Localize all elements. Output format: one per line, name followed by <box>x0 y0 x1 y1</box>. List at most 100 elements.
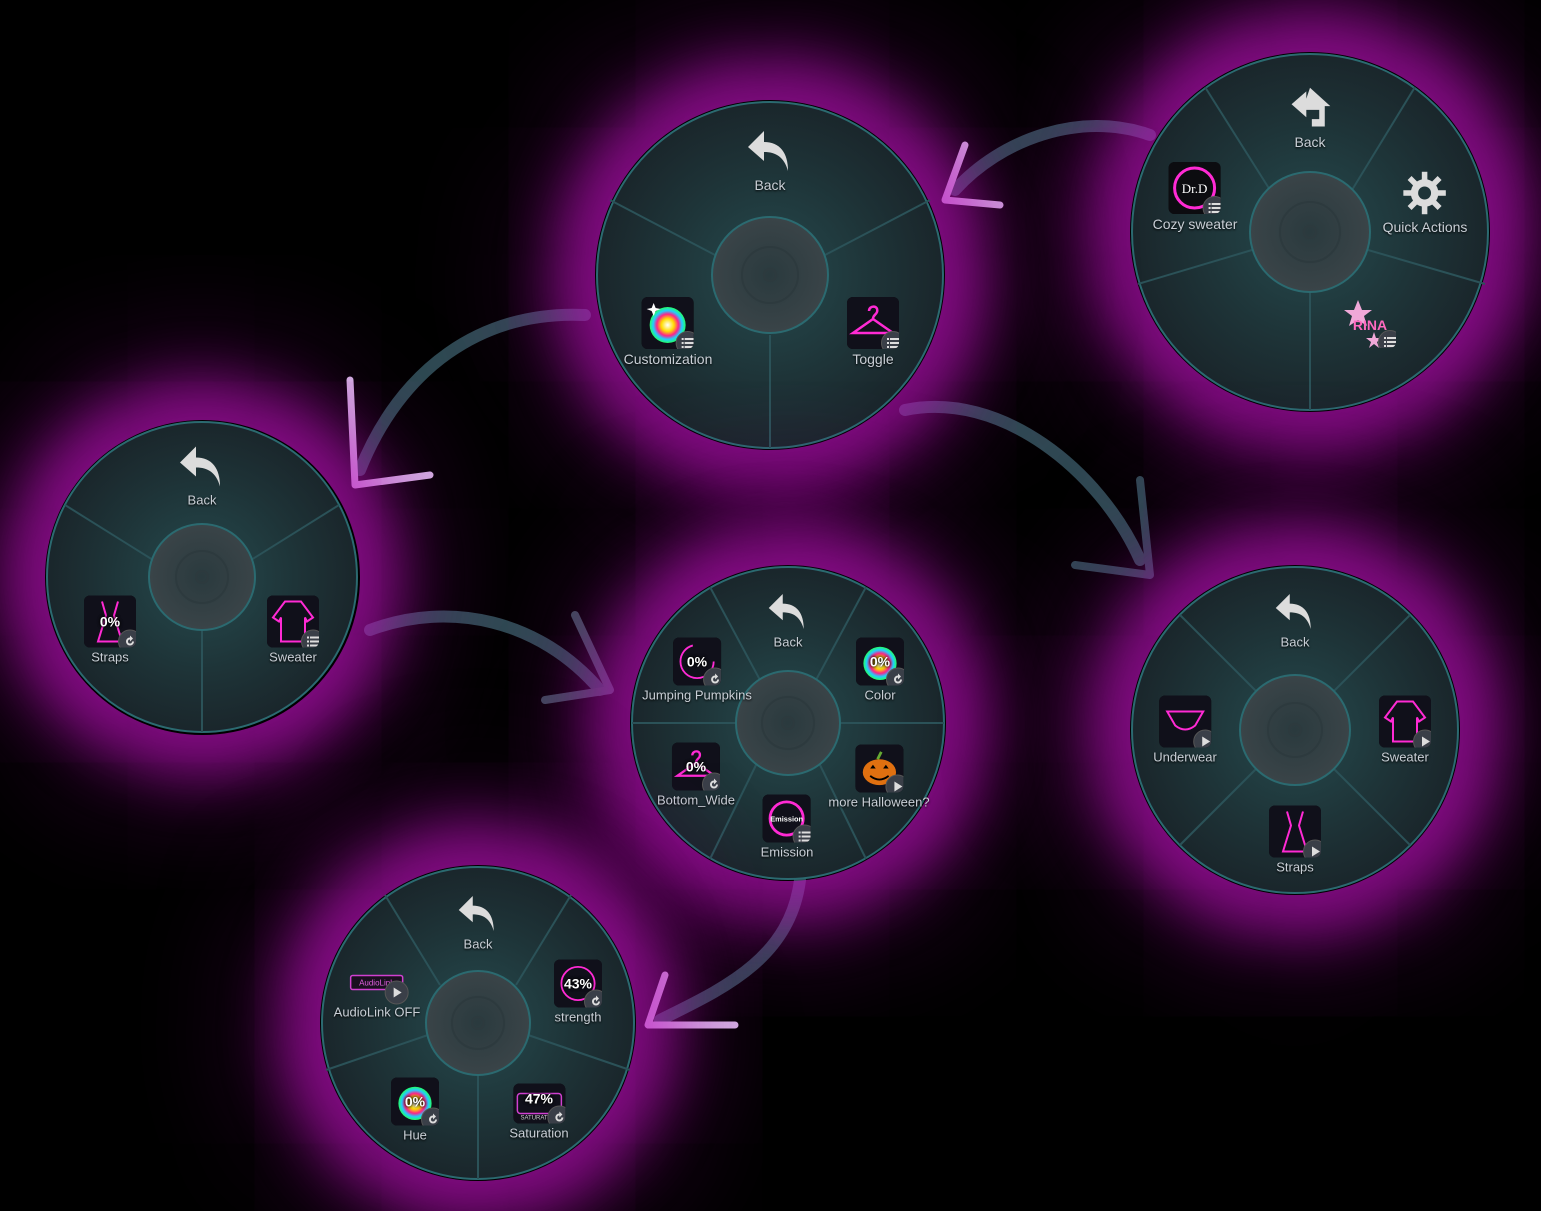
submenu-list-icon <box>1378 330 1396 348</box>
straps-outfit-icon: 0% <box>84 595 136 648</box>
toggle-back-label: Back <box>1280 634 1310 650</box>
toggle-underwear-label: Underwear <box>1153 749 1217 765</box>
hanger-icon <box>847 297 899 349</box>
main-back-label: Back <box>754 177 786 193</box>
submenu-list-icon <box>675 331 694 349</box>
color-wheel-icon <box>641 297 694 349</box>
strength-percent: 43% <box>563 975 593 992</box>
submenu-list-icon <box>1203 196 1221 214</box>
sweater-color-button[interactable]: 0% Color <box>856 637 904 703</box>
root-menu: Back Dr.D Cozy sweater Quick Actions RIN… <box>1130 52 1490 412</box>
emission-strength-button[interactable]: 43% strength <box>554 959 602 1025</box>
toggle-straps-button[interactable]: Straps <box>1269 805 1321 875</box>
back-arrow-icon <box>455 893 501 935</box>
sweater-color-label: Color <box>864 687 896 703</box>
main-back-button[interactable]: Back <box>744 127 796 193</box>
play-icon <box>884 774 903 793</box>
back-arrow-icon <box>765 591 811 633</box>
customization-menu: Back 0% Straps Sweater <box>45 420 360 735</box>
sweater-halloween-label: more Halloween? <box>828 794 930 810</box>
arrow-center-to-emission <box>654 874 806 1026</box>
main-customization-button[interactable]: Customization <box>624 297 712 367</box>
bottom-percent: 0% <box>685 758 707 775</box>
customization-straps-button[interactable]: 0% Straps <box>84 595 136 665</box>
submenu-list-icon <box>793 824 811 843</box>
svg-text:Emission: Emission <box>771 814 804 823</box>
root-cozy-label: Cozy sweater <box>1152 216 1238 232</box>
arrow-left-to-center <box>364 610 606 696</box>
radial-reset-icon <box>584 989 602 1008</box>
radial-reset-icon <box>118 629 136 648</box>
radial-reset-icon <box>701 772 720 791</box>
sweater-emission-button[interactable]: Emission Emission <box>761 794 813 860</box>
play-icon <box>1193 729 1211 748</box>
root-rina-button[interactable]: RINA <box>1344 296 1396 348</box>
radial-reset-icon <box>546 1105 565 1124</box>
customization-wheel <box>46 421 358 733</box>
toggle-underwear-button[interactable]: Underwear <box>1153 695 1217 765</box>
hue-percent: 0% <box>404 1093 426 1110</box>
sweater-jumping-pumpkins-button[interactable]: 0% Jumping Pumpkins <box>642 637 752 703</box>
back-arrow-icon <box>176 443 228 491</box>
root-back-label: Back <box>1294 134 1326 150</box>
arrow-root-to-main <box>949 120 1156 196</box>
underwear-icon <box>1159 695 1211 748</box>
svg-text:Dr.D: Dr.D <box>1182 181 1208 196</box>
customization-sweater-label: Sweater <box>269 649 317 665</box>
play-icon <box>1413 729 1431 748</box>
play-icon <box>1303 839 1321 858</box>
color-percent: 0% <box>869 653 891 670</box>
sweater-back-button[interactable]: Back <box>765 591 811 650</box>
root-quick-actions-button[interactable]: Quick Actions <box>1382 169 1468 235</box>
strength-dial-icon: 43% <box>554 959 602 1008</box>
toggle-sweater-button[interactable]: Sweater <box>1379 695 1431 765</box>
toggle-straps-label: Straps <box>1276 859 1314 875</box>
arrow-main-to-left <box>354 308 591 476</box>
play-icon <box>384 980 409 1005</box>
sweater-bottom-label: Bottom_Wide <box>656 792 736 808</box>
sweater-jumping-label: Jumping Pumpkins <box>642 687 752 703</box>
sweater-more-halloween-button[interactable]: more Halloween? <box>828 744 930 810</box>
toggle-sweater-label: Sweater <box>1381 749 1429 765</box>
pumpkin-icon <box>854 744 903 793</box>
toggle-menu: Back Underwear Sweater Straps <box>1130 565 1460 895</box>
audiolink-logo-icon: AudioLink <box>349 971 409 1005</box>
hanger-icon: 0% <box>671 742 720 791</box>
toggle-back-button[interactable]: Back <box>1272 591 1318 650</box>
customization-back-button[interactable]: Back <box>176 443 228 508</box>
emission-back-label: Back <box>463 936 493 952</box>
jumping-percent: 0% <box>686 653 708 670</box>
submenu-list-icon <box>881 331 899 349</box>
color-wheel-icon: 0% <box>391 1077 439 1126</box>
sweater-bottom-wide-button[interactable]: 0% Bottom_Wide <box>656 742 736 808</box>
pumpkin-dial-icon: 0% <box>672 637 721 686</box>
root-wheel <box>1131 53 1489 411</box>
customization-sweater-button[interactable]: Sweater <box>267 595 319 665</box>
color-wheel-icon: 0% <box>856 637 904 686</box>
root-cozy-sweater-button[interactable]: Dr.D Cozy sweater <box>1152 162 1238 232</box>
main-toggle-button[interactable]: Toggle <box>847 297 899 367</box>
emission-saturation-label: Saturation <box>509 1125 569 1141</box>
sweater-icon <box>1379 695 1431 748</box>
svg-text:RINA: RINA <box>1353 317 1387 333</box>
emission-back-button[interactable]: Back <box>455 893 501 952</box>
saturation-logo-icon: SATURATION 47% <box>512 1083 565 1124</box>
emission-hue-button[interactable]: 0% Hue <box>391 1077 439 1143</box>
emission-audiolink-label: AudioLink OFF <box>333 1004 421 1020</box>
root-back-button[interactable]: Back <box>1284 84 1336 150</box>
emission-menu: Back AudioLink AudioLink OFF 43% strengt… <box>320 865 636 1181</box>
toggle-wheel <box>1131 566 1459 894</box>
emission-saturation-button[interactable]: SATURATION 47% Saturation <box>509 1083 569 1141</box>
sweater-icon <box>267 595 319 648</box>
emission-audiolink-button[interactable]: AudioLink AudioLink OFF <box>333 971 421 1020</box>
back-arrow-icon <box>744 127 796 175</box>
sweater-menu: Back 0% Jumping Pumpkins 0% Color 0% Bot… <box>630 565 946 881</box>
main-toggle-label: Toggle <box>852 351 894 367</box>
back-arrow-icon <box>1272 591 1318 633</box>
sweater-back-label: Back <box>773 634 803 650</box>
main-menu: Back Customization Toggle <box>595 100 945 450</box>
home-back-icon <box>1284 84 1336 132</box>
root-quick-label: Quick Actions <box>1382 219 1468 235</box>
emission-hue-label: Hue <box>403 1127 427 1143</box>
svg-text:AudioLink: AudioLink <box>359 979 395 988</box>
